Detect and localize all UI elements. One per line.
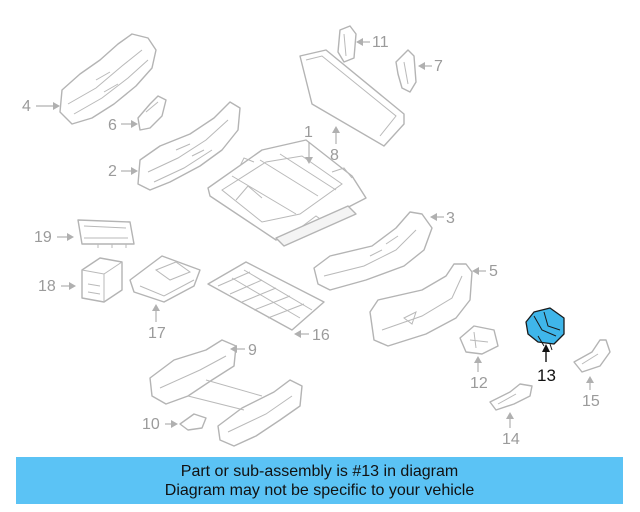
banner-line-1: Part or sub-assembly is #13 in diagram xyxy=(180,463,459,480)
info-banner: Part or sub-assembly is #13 in diagram D… xyxy=(16,457,623,504)
callout-13: 13 xyxy=(537,344,556,385)
part-5-lower-trim xyxy=(369,263,473,347)
svg-text:15: 15 xyxy=(582,393,600,410)
callout-9: 9 xyxy=(230,342,257,359)
part-9-track-base xyxy=(149,339,303,447)
callout-16: 16 xyxy=(294,327,330,344)
svg-text:3: 3 xyxy=(446,210,455,227)
part-17-switch-module xyxy=(129,255,201,303)
svg-text:10: 10 xyxy=(142,416,160,433)
part-3-outer-trim xyxy=(313,211,433,291)
callout-19: 19 xyxy=(34,229,74,246)
part-6-bracket xyxy=(137,95,167,131)
parts-diagram: 4 6 2 1 8 xyxy=(22,25,611,448)
svg-text:7: 7 xyxy=(434,58,443,75)
callout-12: 12 xyxy=(470,356,488,392)
part-4-side-cover xyxy=(59,33,157,125)
callout-7: 7 xyxy=(418,58,443,75)
part-18-control-box xyxy=(81,257,123,303)
svg-text:18: 18 xyxy=(38,278,56,295)
part-11-clip xyxy=(337,25,357,63)
svg-text:12: 12 xyxy=(470,375,488,392)
part-19-module xyxy=(77,219,135,248)
callout-1: 1 xyxy=(304,124,313,164)
svg-text:11: 11 xyxy=(372,34,389,51)
callout-6: 6 xyxy=(108,117,138,134)
part-10-clip xyxy=(179,413,207,431)
callout-2: 2 xyxy=(108,163,138,180)
callout-4: 4 xyxy=(22,98,60,115)
svg-text:17: 17 xyxy=(148,325,166,342)
callout-14: 14 xyxy=(502,412,520,448)
svg-text:19: 19 xyxy=(34,229,52,246)
part-16-mesh-support xyxy=(207,261,325,331)
part-13-highlighted xyxy=(525,307,565,351)
part-1-seat-frame xyxy=(207,139,367,247)
svg-text:5: 5 xyxy=(489,263,498,280)
part-12-connector xyxy=(459,325,499,355)
part-2-side-trim xyxy=(137,101,241,191)
callout-3: 3 xyxy=(430,210,455,227)
svg-text:14: 14 xyxy=(502,431,520,448)
svg-text:6: 6 xyxy=(108,117,117,134)
callout-8: 8 xyxy=(330,126,340,164)
svg-text:1: 1 xyxy=(304,124,313,141)
callout-18: 18 xyxy=(38,278,76,295)
svg-text:13: 13 xyxy=(537,366,556,385)
part-7-bracket xyxy=(395,49,417,93)
svg-text:8: 8 xyxy=(330,147,339,164)
callout-11: 11 xyxy=(356,34,389,51)
svg-text:16: 16 xyxy=(312,327,330,344)
svg-text:2: 2 xyxy=(108,163,117,180)
part-14-bracket xyxy=(489,383,533,411)
callout-10: 10 xyxy=(142,416,178,433)
banner-line-2: Diagram may not be specific to your vehi… xyxy=(164,482,475,499)
part-8-panel xyxy=(299,49,405,147)
callout-15: 15 xyxy=(582,376,600,410)
callout-5: 5 xyxy=(472,263,498,280)
part-15-strap xyxy=(573,339,611,373)
svg-text:9: 9 xyxy=(248,342,257,359)
svg-text:4: 4 xyxy=(22,98,31,115)
callout-17: 17 xyxy=(148,304,166,342)
